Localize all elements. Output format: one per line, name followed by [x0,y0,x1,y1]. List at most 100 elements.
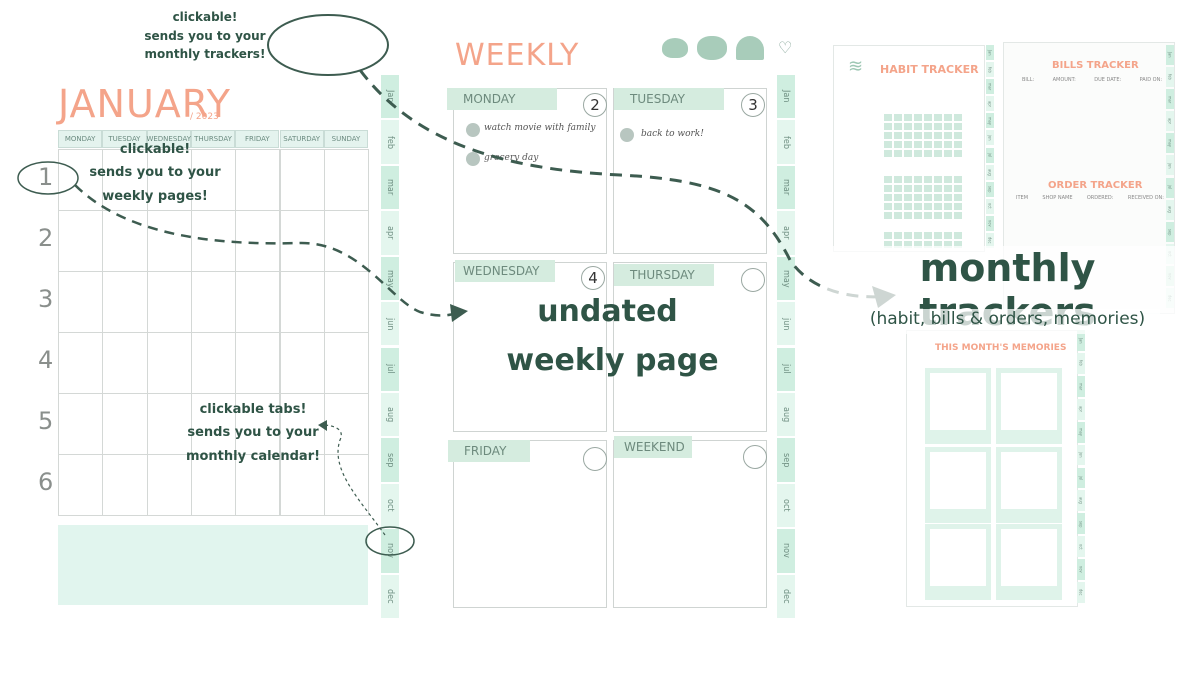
calendar-cell[interactable] [58,393,104,455]
tab-dec[interactable]: dec [1077,582,1085,603]
habit-cell[interactable] [884,114,892,121]
tab-sep[interactable]: sep [986,181,994,197]
habit-cell[interactable] [934,132,942,139]
habit-cell[interactable] [914,241,922,248]
calendar-cell[interactable] [323,149,370,211]
tab-sep[interactable]: sep [1077,513,1085,535]
habit-cell[interactable] [954,185,962,192]
tab-nov[interactable]: nov [777,529,795,573]
tab-nov[interactable]: nov [1077,559,1085,581]
calendar-cell[interactable] [279,271,325,333]
habit-cell[interactable] [914,232,922,239]
habit-cell[interactable] [954,212,962,219]
tab-may[interactable]: may [1166,133,1174,154]
habit-cell[interactable] [914,150,922,157]
habit-cell[interactable] [944,241,952,248]
habit-cell[interactable] [884,194,892,201]
calendar-cell[interactable] [235,454,281,516]
notes-box[interactable] [58,525,368,605]
tab-dec[interactable]: dec [777,574,795,618]
tab-apr[interactable]: apr [381,211,399,255]
habit-cell[interactable] [894,194,902,201]
habit-cell[interactable] [914,176,922,183]
habit-cell[interactable] [884,185,892,192]
calendar-cell[interactable] [235,271,281,333]
calendar-cell[interactable] [190,271,237,333]
photo-frame[interactable] [996,524,1062,600]
tab-dec[interactable]: dec [986,232,994,248]
habit-cell[interactable] [904,176,912,183]
calendar-cell[interactable] [146,210,192,272]
calendar-cell[interactable] [323,210,370,272]
tab-mar[interactable]: mar [986,79,994,95]
tab-oct[interactable]: oct [986,198,994,214]
habit-cell[interactable] [924,123,932,130]
habit-cell[interactable] [884,132,892,139]
habit-cell[interactable] [934,176,942,183]
tab-feb[interactable]: feb [1166,67,1174,88]
calendar-cell[interactable] [279,332,325,394]
tab-jan[interactable]: Jan [986,45,994,61]
tab-aug[interactable]: aug [381,392,399,437]
habit-cell[interactable] [904,114,912,121]
calendar-cell[interactable] [279,149,325,211]
habit-cell[interactable] [924,232,932,239]
habit-cell[interactable] [954,123,962,130]
calendar-cell[interactable] [102,393,148,455]
tab-aug[interactable]: aug [1166,199,1174,220]
arch-blob-icon[interactable] [736,36,764,60]
tab-jan[interactable]: Jan [381,75,399,119]
calendar-cell[interactable] [190,332,237,394]
habit-cell[interactable] [884,150,892,157]
tab-nov[interactable]: nov [381,529,399,573]
tab-jul[interactable]: jul [777,347,795,391]
calendar-cell[interactable] [279,210,325,272]
habit-cell[interactable] [904,194,912,201]
tab-aug[interactable]: aug [777,392,795,437]
tab-jan[interactable]: Jan [1166,45,1174,66]
habit-cell[interactable] [934,141,942,148]
habit-cell[interactable] [904,212,912,219]
habit-cell[interactable] [934,203,942,210]
habit-cell[interactable] [884,203,892,210]
tab-aug[interactable]: aug [986,164,994,180]
photo-frame[interactable] [996,368,1062,444]
habit-cell[interactable] [894,185,902,192]
tab-nov[interactable]: nov [986,215,994,231]
habit-cell[interactable] [934,185,942,192]
tab-sep[interactable]: sep [1166,221,1174,242]
habit-cell[interactable] [924,176,932,183]
calendar-cell[interactable] [102,454,148,516]
day-box-monday[interactable] [453,88,607,254]
habit-cell[interactable] [894,212,902,219]
week-number-1[interactable]: 1 [38,163,54,191]
tab-sep[interactable]: sep [777,438,795,482]
tab-feb[interactable]: feb [381,120,399,164]
habit-cell[interactable] [954,141,962,148]
habit-cell[interactable] [914,132,922,139]
habit-cell[interactable] [954,132,962,139]
habit-cell[interactable] [934,114,942,121]
calendar-cell[interactable] [235,149,281,211]
calendar-cell[interactable] [102,332,148,394]
habit-cell[interactable] [894,176,902,183]
day-box-weekend[interactable] [613,440,767,608]
calendar-cell[interactable] [58,332,104,394]
tab-feb[interactable]: feb [1077,352,1085,374]
photo-frame[interactable] [925,368,991,444]
day-number-tuesday[interactable]: 3 [741,93,765,117]
tab-may[interactable]: may [777,256,795,301]
tab-oct[interactable]: oct [381,483,399,528]
habit-cell[interactable] [904,150,912,157]
habit-cell[interactable] [944,123,952,130]
tab-jan[interactable]: Jan [1077,330,1085,351]
tab-may[interactable]: may [381,256,399,301]
calendar-cell[interactable] [58,271,104,333]
tab-jul[interactable]: jul [1166,177,1174,198]
habit-cell[interactable] [944,150,952,157]
habit-cell[interactable] [944,194,952,201]
habit-cell[interactable] [894,114,902,121]
habit-cell[interactable] [914,185,922,192]
habit-cell[interactable] [904,203,912,210]
habit-cell[interactable] [944,203,952,210]
